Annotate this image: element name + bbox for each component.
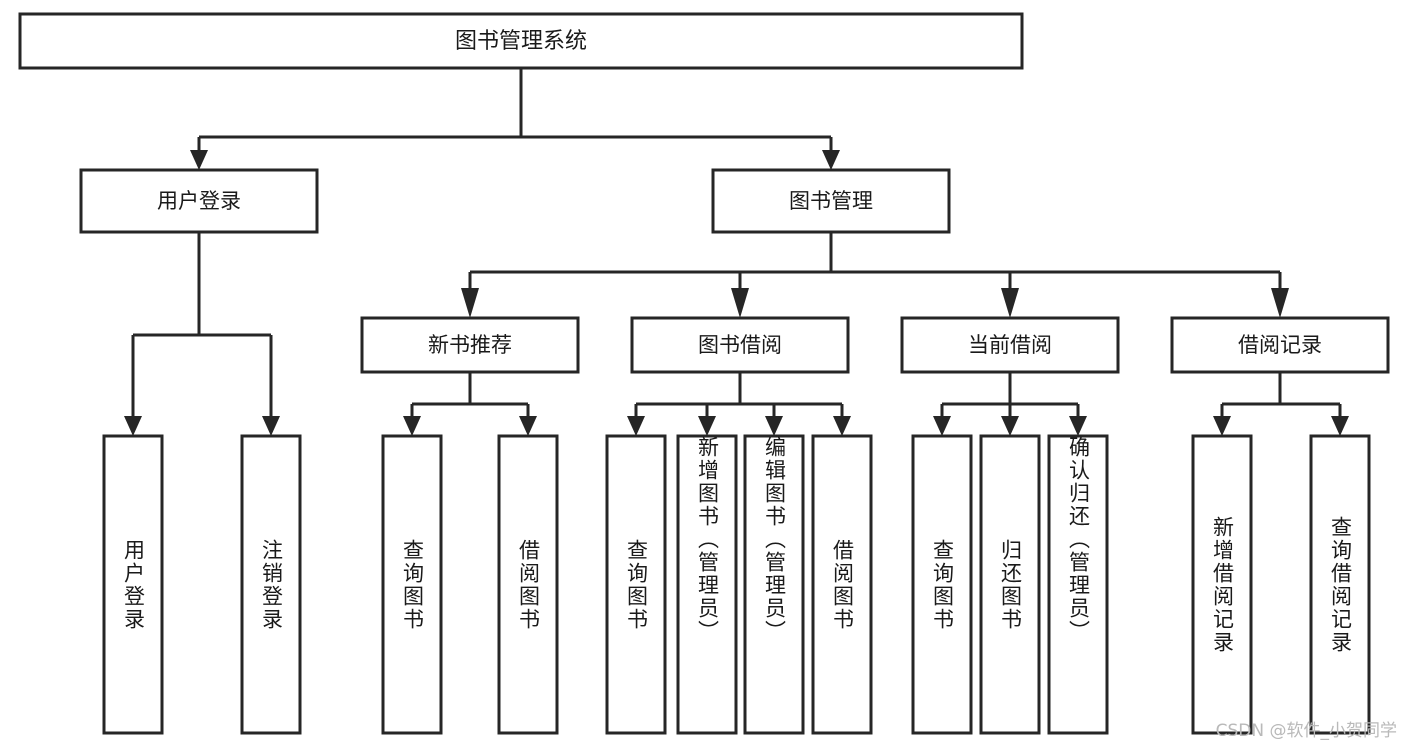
arrow-head-cb-leaf3 bbox=[1069, 416, 1087, 436]
arrow-head-book-manage bbox=[822, 150, 840, 170]
borrow-records-label: 借阅记录 bbox=[1238, 333, 1322, 357]
leaf-boxes-book-borrow bbox=[605, 434, 873, 735]
leaf-box-current-borrow-2[interactable] bbox=[1047, 434, 1109, 735]
book-borrow-box[interactable] bbox=[630, 316, 850, 374]
leaf-box-new-book-1[interactable] bbox=[497, 434, 559, 735]
connector-group bbox=[124, 68, 1349, 436]
leaf-box-current-borrow-0[interactable] bbox=[911, 434, 973, 735]
leaf-box-user-login-0[interactable] bbox=[102, 434, 164, 735]
arrow-head-br-leaf2 bbox=[1331, 416, 1349, 436]
book-manage-label: 图书管理 bbox=[789, 189, 873, 213]
leaf-box-book-borrow-3[interactable] bbox=[811, 434, 873, 735]
arrow-head-borrow-records bbox=[1271, 288, 1289, 318]
arrow-head-cb-leaf2 bbox=[1001, 416, 1019, 436]
arrow-head-leaf-user-login bbox=[124, 416, 142, 436]
arrow-head-book-borrow bbox=[731, 288, 749, 318]
arrow-head-bb-leaf2 bbox=[698, 416, 716, 436]
current-borrow-label: 当前借阅 bbox=[968, 333, 1052, 357]
book-manage-box[interactable] bbox=[711, 168, 951, 234]
arrow-head-user-login bbox=[190, 150, 208, 170]
user-login-label: 用户登录 bbox=[157, 189, 241, 213]
node-new-book-recommend[interactable]: 新书推荐 bbox=[360, 316, 580, 374]
arrow-head-current-borrow bbox=[1001, 288, 1019, 318]
node-book-borrow[interactable]: 图书借阅 bbox=[630, 316, 850, 374]
root-label: 图书管理系统 bbox=[455, 29, 587, 54]
arrow-head-nb-leaf2 bbox=[519, 416, 537, 436]
leaf-boxes-current-borrow bbox=[911, 434, 1109, 735]
node-user-login[interactable]: 用户登录 bbox=[79, 168, 319, 234]
leaf-box-book-borrow-1[interactable] bbox=[676, 434, 738, 735]
leaf-box-current-borrow-1[interactable] bbox=[979, 434, 1041, 735]
new-book-recommend-box[interactable] bbox=[360, 316, 580, 374]
leaf-box-user-login-1[interactable] bbox=[240, 434, 302, 735]
node-root[interactable]: 图书管理系统 bbox=[18, 12, 1024, 70]
leaf-box-borrow-records-1[interactable] bbox=[1309, 434, 1371, 735]
arrow-head-bb-leaf4 bbox=[833, 416, 851, 436]
root-box[interactable] bbox=[18, 12, 1024, 70]
leaf-box-book-borrow-0[interactable] bbox=[605, 434, 667, 735]
node-borrow-records[interactable]: 借阅记录 bbox=[1170, 316, 1390, 374]
leaf-box-borrow-records-0[interactable] bbox=[1191, 434, 1253, 735]
arrow-head-bb-leaf3 bbox=[765, 416, 783, 436]
leaf-box-book-borrow-2[interactable] bbox=[743, 434, 805, 735]
borrow-records-box[interactable] bbox=[1170, 316, 1390, 374]
leaf-boxes-borrow-records bbox=[1191, 434, 1371, 735]
leaf-box-new-book-0[interactable] bbox=[381, 434, 443, 735]
arrow-head-cb-leaf1 bbox=[933, 416, 951, 436]
arrow-head-nb-leaf1 bbox=[403, 416, 421, 436]
arrow-head-br-leaf1 bbox=[1213, 416, 1231, 436]
current-borrow-box[interactable] bbox=[900, 316, 1120, 374]
user-login-box[interactable] bbox=[79, 168, 319, 234]
arrow-head-leaf-logout bbox=[262, 416, 280, 436]
book-borrow-label: 图书借阅 bbox=[698, 333, 782, 357]
new-book-recommend-label: 新书推荐 bbox=[428, 333, 512, 357]
arrow-head-bb-leaf1 bbox=[627, 416, 645, 436]
leaf-boxes-new-book bbox=[381, 434, 559, 735]
leaf-boxes-user-login bbox=[102, 434, 302, 735]
arrow-head-new-book bbox=[461, 288, 479, 318]
node-book-manage[interactable]: 图书管理 bbox=[711, 168, 951, 234]
node-current-borrow[interactable]: 当前借阅 bbox=[900, 316, 1120, 374]
